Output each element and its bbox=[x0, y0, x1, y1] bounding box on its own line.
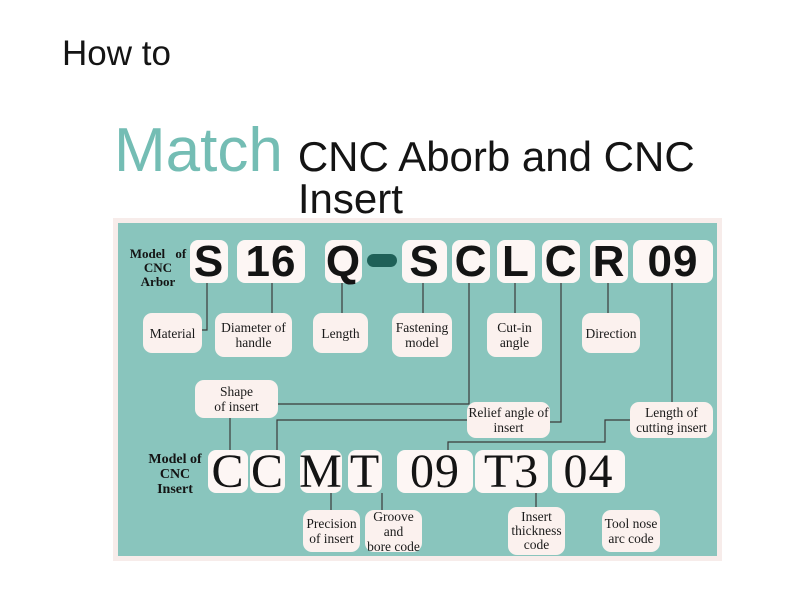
insert-code-groove: T bbox=[348, 445, 382, 498]
label-cutting-length-l1: Length of bbox=[645, 405, 698, 420]
label-diameter-l2: handle bbox=[235, 335, 272, 350]
line-cuttinglength-insert09 bbox=[447, 419, 630, 450]
label-toolnose-l1: Tool nose bbox=[604, 516, 658, 531]
label-relief-l1: Relief angle of bbox=[468, 405, 549, 420]
arbor-code-shape: C bbox=[452, 237, 490, 286]
page-title-line1: How to bbox=[62, 34, 171, 73]
insert-row-label-line2: CNC Insert bbox=[157, 467, 193, 497]
line-s-material bbox=[202, 283, 208, 331]
label-thickness-l2: thickness bbox=[511, 523, 562, 538]
insert-code-relief: C bbox=[250, 445, 285, 498]
arbor-code-fastening: S bbox=[402, 237, 447, 286]
arbor-code-material: S bbox=[190, 237, 228, 286]
label-shape-of-insert: Shape of insert bbox=[195, 380, 278, 418]
label-precision-l1: Precision bbox=[306, 516, 357, 531]
label-precision: Precision of insert bbox=[303, 510, 360, 552]
label-material-l1: Material bbox=[149, 325, 196, 341]
insert-code-shape: C bbox=[208, 445, 248, 498]
arbor-code-direction: R bbox=[590, 237, 628, 286]
label-groove: Groove and bore code bbox=[365, 508, 422, 554]
label-diameter: Diameter of handle bbox=[215, 313, 292, 357]
insert-code-edgelength: 09 bbox=[397, 445, 473, 498]
line-relief-insertc2 bbox=[276, 419, 467, 450]
label-length-l1: Length bbox=[321, 325, 360, 341]
arbor-row-label-line2: CNC Arbor bbox=[140, 260, 176, 289]
label-toolnose: Tool nose arc code bbox=[602, 510, 660, 552]
label-direction: Direction bbox=[582, 313, 640, 353]
label-cutin-l1: Cut-in bbox=[497, 320, 532, 335]
label-length: Length bbox=[313, 313, 368, 353]
insert-code-toolnose: 04 bbox=[552, 445, 625, 498]
label-relief-angle: Relief angle of insert bbox=[467, 402, 550, 438]
page-title-line2: Match CNC Aborb and CNC Insert bbox=[114, 120, 800, 220]
arbor-code-cuttinglength: 09 bbox=[633, 237, 713, 286]
insert-row-label-line1: Model of bbox=[148, 452, 202, 467]
arbor-row-label-line1: Model of bbox=[129, 246, 187, 261]
label-shape-l1: Shape bbox=[220, 384, 253, 399]
label-thickness-l3: code bbox=[523, 537, 550, 552]
insert-code-precision: M bbox=[299, 445, 343, 498]
arbor-code-relief: C bbox=[542, 237, 580, 286]
insert-row-label: Model of CNC Insert bbox=[144, 452, 206, 497]
arbor-code-length: Q bbox=[325, 236, 362, 286]
line-c2-relief bbox=[550, 283, 562, 423]
label-thickness: Insert thickness code bbox=[508, 507, 565, 555]
arbor-code-diameter: 16 bbox=[237, 237, 305, 286]
label-relief-l2: insert bbox=[493, 420, 524, 435]
label-toolnose-l2: arc code bbox=[608, 531, 654, 546]
label-material: Material bbox=[143, 313, 202, 353]
title-rest: CNC Aborb and CNC Insert bbox=[297, 133, 695, 222]
dash-separator bbox=[367, 254, 397, 267]
label-thickness-l1: Insert bbox=[521, 509, 552, 524]
label-direction-l1: Direction bbox=[585, 325, 637, 341]
label-cutting-length: Length of cutting insert bbox=[630, 402, 713, 438]
label-cutin: Cut-in angle bbox=[487, 313, 542, 357]
diagram-panel: Model of CNC Arbor S 16 Q S C L C R 09 M… bbox=[113, 218, 722, 561]
arbor-row-label: Model of CNC Arbor bbox=[126, 247, 190, 289]
arbor-code-cutin: L bbox=[497, 237, 535, 286]
label-cutin-l2: angle bbox=[499, 335, 530, 350]
label-fastening-l2: model bbox=[405, 335, 439, 350]
label-cutting-length-l2: cutting insert bbox=[636, 420, 707, 435]
label-groove-l1: Groove and bbox=[373, 508, 414, 539]
title-highlight-match: Match bbox=[114, 116, 283, 185]
label-diameter-l1: Diameter of bbox=[221, 320, 286, 335]
label-fastening: Fastening model bbox=[392, 313, 452, 357]
insert-code-thickness: T3 bbox=[475, 445, 548, 498]
label-precision-l2: of insert bbox=[309, 531, 354, 546]
label-fastening-l1: Fastening bbox=[395, 320, 449, 335]
label-groove-l2: bore code bbox=[367, 538, 420, 554]
label-shape-l2: of insert bbox=[214, 399, 259, 414]
